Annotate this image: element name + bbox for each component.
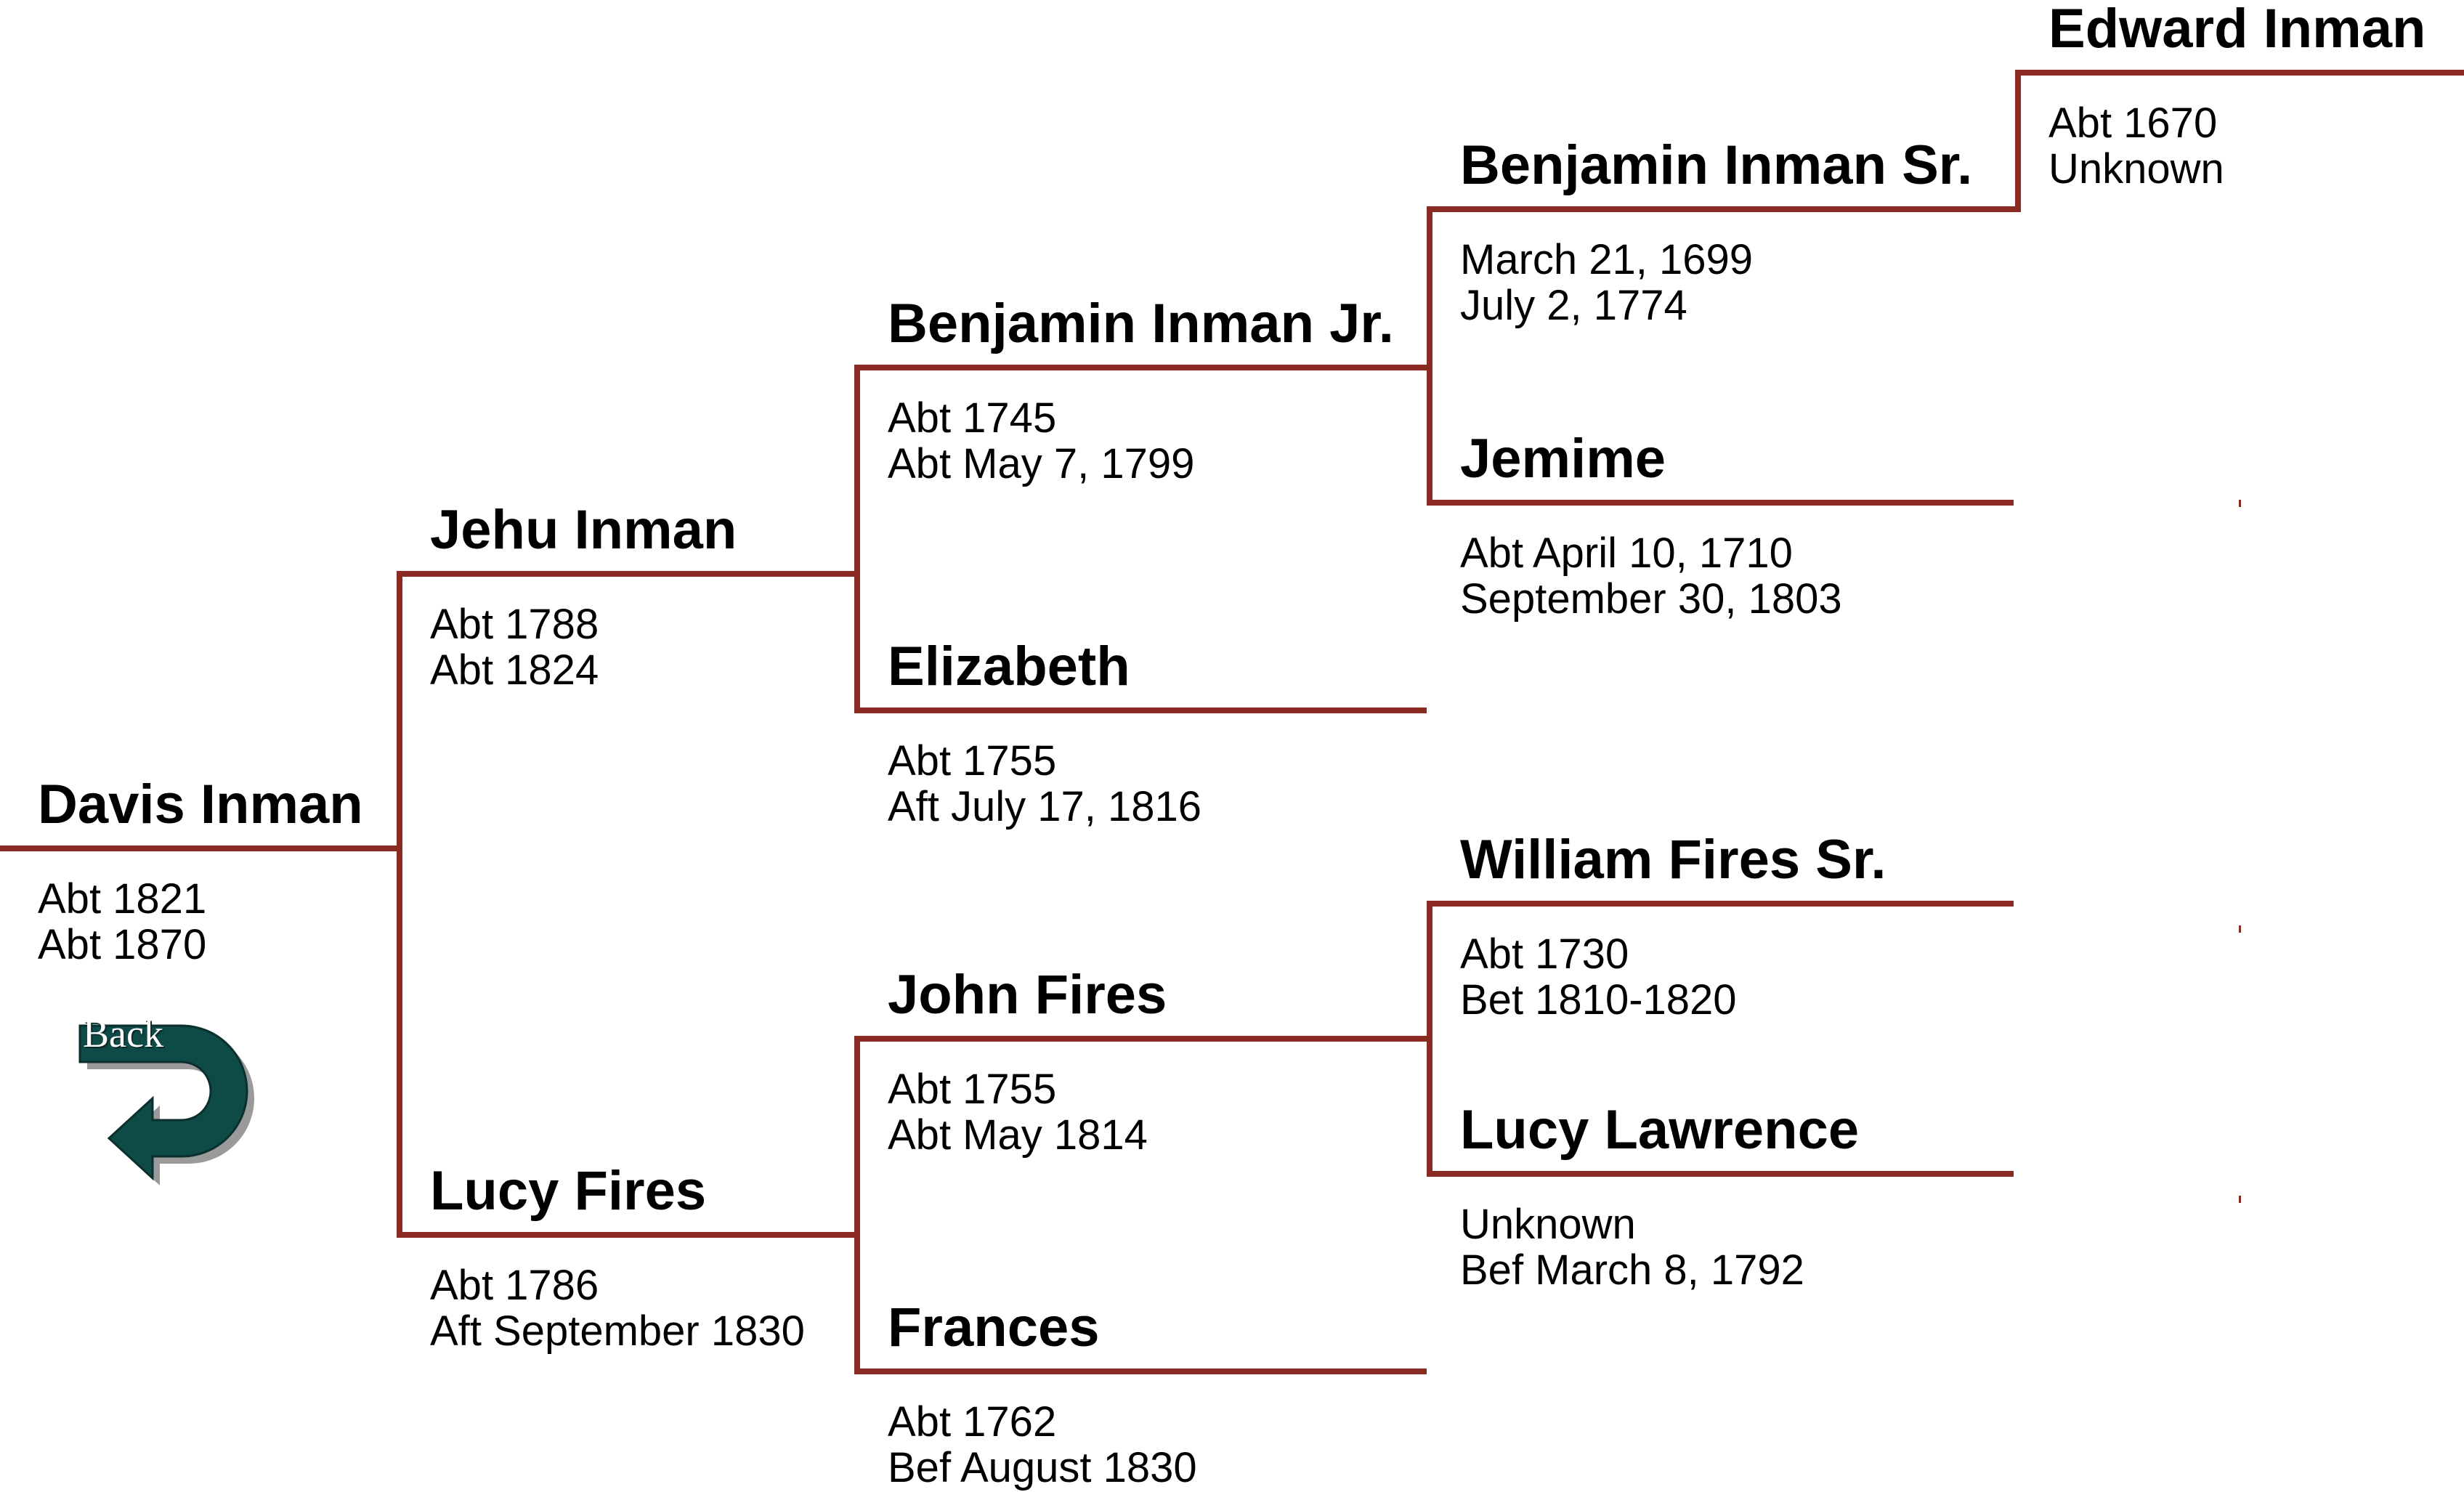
pedigree-connector xyxy=(1427,901,1432,1177)
death-date: Abt 1824 xyxy=(430,646,599,694)
curved-arrow-back-icon xyxy=(78,1024,254,1185)
person-name: John Fires xyxy=(888,964,1167,1026)
pedigree-line xyxy=(854,1036,1431,1042)
pedigree-line xyxy=(397,1232,859,1238)
pedigree-line xyxy=(0,846,401,851)
person-dates: Abt 1755 Abt May 1814 xyxy=(888,1066,1148,1158)
person-name: Edward Inman xyxy=(2048,0,2426,60)
person-name: Benjamin Inman Sr. xyxy=(1460,134,1973,196)
pedigree-line xyxy=(397,571,859,577)
pedigree-line xyxy=(1427,901,2014,907)
back-button-label: Back xyxy=(83,1012,163,1055)
birth-date: Abt 1755 xyxy=(888,737,1057,784)
birth-date: Unknown xyxy=(1460,1201,1636,1248)
person-dates: Abt 1670 Unknown xyxy=(2048,100,2224,192)
pedigree-connector xyxy=(854,365,860,713)
back-button[interactable]: Back xyxy=(73,1011,254,1185)
birth-date: March 21, 1699 xyxy=(1460,236,1754,283)
person-dates: Abt 1786 Aft September 1830 xyxy=(430,1262,805,1354)
birth-date: Abt 1786 xyxy=(430,1262,599,1309)
pedigree-connector xyxy=(854,1036,860,1374)
death-date: Abt May 7, 1799 xyxy=(888,440,1195,487)
pedigree-line xyxy=(1427,206,2019,212)
pedigree-line xyxy=(854,365,1431,370)
death-date: Bef March 8, 1792 xyxy=(1460,1246,1804,1294)
person-name: Elizabeth xyxy=(888,636,1130,697)
person-name: Lucy Lawrence xyxy=(1460,1099,1860,1161)
pedigree-marker xyxy=(2239,500,2241,507)
death-date: Bet 1810-1820 xyxy=(1460,976,1737,1023)
pedigree-marker xyxy=(2239,1196,2241,1203)
person-dates: Abt 1755 Aft July 17, 1816 xyxy=(888,738,1201,830)
birth-date: Abt 1762 xyxy=(888,1398,1057,1446)
person-name: Frances xyxy=(888,1297,1100,1358)
birth-date: Abt 1745 xyxy=(888,394,1057,442)
pedigree-marker xyxy=(2239,925,2241,933)
person-dates: Abt 1745 Abt May 7, 1799 xyxy=(888,395,1194,487)
death-date: Unknown xyxy=(2048,145,2224,192)
pedigree-line xyxy=(1427,1171,2014,1177)
death-date: July 2, 1774 xyxy=(1460,282,1687,329)
person-dates: Abt 1762 Bef August 1830 xyxy=(888,1399,1197,1491)
birth-date: Abt 1821 xyxy=(38,875,207,923)
person-name: Benjamin Inman Jr. xyxy=(888,293,1394,354)
pedigree-line xyxy=(2015,70,2464,76)
pedigree-connector xyxy=(2015,70,2021,212)
death-date: September 30, 1803 xyxy=(1460,575,1842,623)
pedigree-line xyxy=(1427,500,2014,506)
person-dates: March 21, 1699 July 2, 1774 xyxy=(1460,237,1753,328)
birth-date: Abt 1730 xyxy=(1460,931,1629,978)
person-name: Lucy Fires xyxy=(430,1160,707,1222)
person-name: Davis Inman xyxy=(38,774,363,835)
birth-date: Abt 1755 xyxy=(888,1066,1057,1113)
pedigree-connector xyxy=(1427,206,1432,506)
person-name: William Fires Sr. xyxy=(1460,829,1886,891)
death-date: Bef August 1830 xyxy=(888,1444,1197,1491)
pedigree-connector xyxy=(397,571,402,1238)
death-date: Aft July 17, 1816 xyxy=(888,783,1202,830)
death-date: Aft September 1830 xyxy=(430,1307,805,1355)
person-name: Jehu Inman xyxy=(430,499,737,561)
birth-date: Abt 1670 xyxy=(2048,100,2218,147)
person-dates: Abt 1821 Abt 1870 xyxy=(38,876,206,968)
birth-date: Abt April 10, 1710 xyxy=(1460,530,1793,577)
person-dates: Unknown Bef March 8, 1792 xyxy=(1460,1201,1804,1293)
person-dates: Abt 1730 Bet 1810-1820 xyxy=(1460,931,1737,1023)
person-dates: Abt April 10, 1710 September 30, 1803 xyxy=(1460,530,1842,622)
person-dates: Abt 1788 Abt 1824 xyxy=(430,601,599,693)
birth-date: Abt 1788 xyxy=(430,601,599,648)
person-name: Jemime xyxy=(1460,428,1666,490)
pedigree-line xyxy=(854,1369,1427,1374)
pedigree-line xyxy=(854,708,1427,713)
death-date: Abt May 1814 xyxy=(888,1111,1148,1159)
death-date: Abt 1870 xyxy=(38,921,207,968)
